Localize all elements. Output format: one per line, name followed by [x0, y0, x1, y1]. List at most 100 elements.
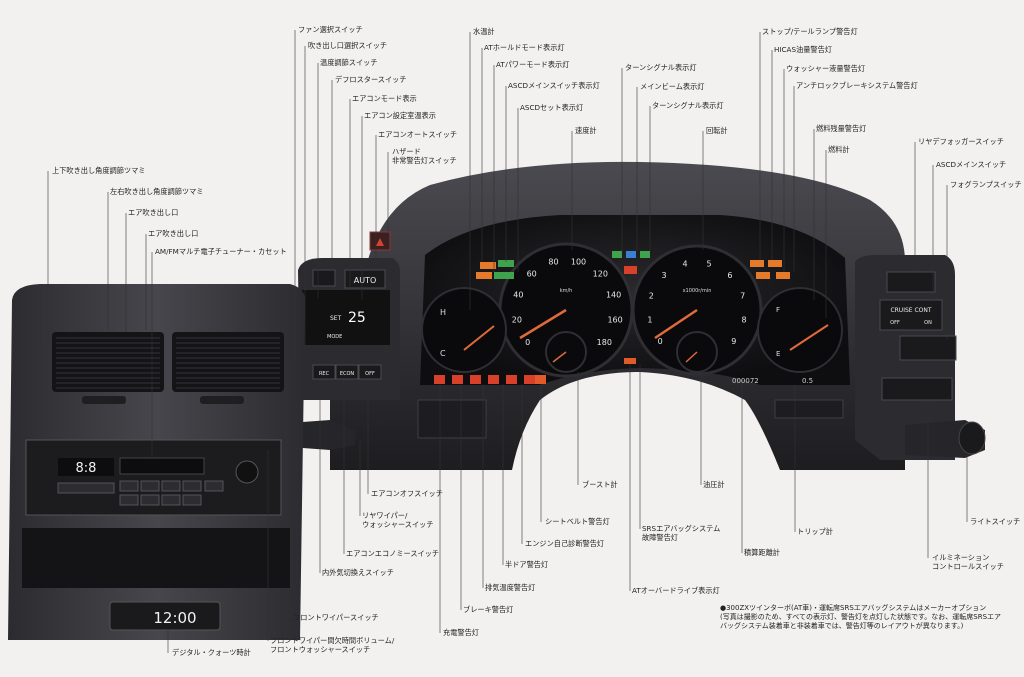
right-switch-pod: CRUISE CONT OFF ON — [855, 255, 986, 460]
preset-button[interactable] — [140, 480, 160, 492]
label-ac-auto: エアコンオートスイッチ — [378, 130, 458, 139]
knee-pad-right — [774, 399, 844, 419]
cruise-label: CRUISE CONT — [890, 307, 931, 314]
air-vent-left[interactable] — [52, 332, 164, 392]
tick-label: 9 — [731, 337, 736, 346]
label-lr-vent: 左右吹き出し角度調節ツマミ — [110, 187, 204, 196]
cruise-on: ON — [924, 320, 932, 326]
label-ac-econ: エアコンエコノミースイッチ — [346, 549, 440, 558]
label-tachometer: 回転計 — [706, 126, 728, 135]
clock-unit — [109, 601, 221, 631]
boost-needle — [552, 351, 567, 363]
radio-display — [58, 458, 114, 476]
ascd-switch[interactable] — [879, 299, 943, 331]
label-wiper-volume: フロントワイパー間欠時間ボリューム/ フロントウォッシャースイッチ — [270, 636, 395, 654]
label-main-beam: メインビーム表示灯 — [640, 82, 705, 91]
label-radio: AM/FMマルチ電子チューナー・カセット — [155, 247, 287, 256]
label-stop-tail: ストップ/テールランプ警告灯 — [762, 27, 858, 36]
tick-label: 5 — [706, 260, 711, 269]
mirror-switch[interactable] — [881, 377, 953, 401]
fuel-needle — [789, 324, 829, 351]
label-ascd-set-ind: ASCDセット表示灯 — [520, 103, 584, 112]
tick-label: 100 — [571, 258, 586, 267]
label-hicas: HICAS油量警告灯 — [774, 45, 832, 54]
air-vent-right[interactable] — [172, 332, 284, 392]
defrost-button[interactable] — [312, 269, 336, 287]
tick-label: 160 — [607, 316, 622, 325]
tacho-needle — [654, 308, 698, 340]
preset-button[interactable] — [119, 494, 139, 506]
vent-knob-left[interactable] — [82, 396, 126, 404]
odometer-readout: 000072 — [732, 377, 759, 385]
off-label: OFF — [365, 371, 375, 377]
rec-button[interactable] — [312, 364, 336, 380]
label-recirc: 内外気切換えスイッチ — [322, 568, 394, 577]
label-turn-signal-1: ターンシグナル表示灯 — [625, 63, 697, 72]
tick-label: 120 — [593, 270, 608, 279]
water-needle — [463, 325, 495, 351]
label-odometer: 積算距離計 — [744, 548, 780, 557]
rear-defog-button[interactable] — [886, 271, 936, 293]
preset-button[interactable] — [182, 480, 202, 492]
tick-label: 80 — [548, 258, 558, 267]
preset-button[interactable] — [161, 494, 181, 506]
label-at-hold: ATホールドモード表示灯 — [484, 43, 565, 52]
label-ascd-main: ASCDメインスイッチ — [936, 160, 1007, 169]
label-brake: ブレーキ警告灯 — [463, 605, 514, 614]
auto-button[interactable] — [344, 269, 386, 289]
label-water-temp: 水温計 — [473, 27, 495, 36]
econ-button[interactable] — [335, 364, 359, 380]
econ-label: ECON — [340, 371, 355, 377]
tick-label: 3 — [662, 271, 667, 280]
radio-button[interactable] — [57, 482, 115, 494]
indicator-lamps — [476, 251, 790, 364]
tick-label: 6 — [727, 271, 732, 280]
cruise-off: OFF — [890, 320, 900, 326]
tick-label: 0 — [658, 337, 663, 346]
radio-button[interactable] — [204, 480, 224, 492]
radio-display-text: 8:8 — [76, 461, 97, 476]
warning-lamp-row — [434, 375, 546, 384]
rec-label: REC — [319, 371, 330, 377]
footnote: ●300ZXツインターボ(AT車)・運転席SRSエアバッグシステムはメーカーオプ… — [720, 604, 1002, 630]
label-door: 半ドア警告灯 — [505, 560, 549, 569]
label-charge: 充電警告灯 — [443, 628, 479, 637]
tacho-unit: x1000r/min — [683, 288, 712, 294]
preset-button[interactable] — [119, 480, 139, 492]
knee-pad-left — [417, 399, 487, 439]
label-updown-vent: 上下吹き出し角度調節ツマミ — [52, 166, 146, 175]
label-speedometer: 速度計 — [575, 126, 597, 135]
preset-button[interactable] — [182, 494, 202, 506]
label-air-outlet-1: エア吹き出し口 — [128, 208, 179, 217]
tick-label: 180 — [597, 338, 612, 347]
label-turn-signal-2: ターンシグナル表示灯 — [652, 101, 724, 110]
light-stalk-knob[interactable] — [958, 421, 986, 455]
set-label: SET — [330, 315, 342, 322]
cassette-slot[interactable] — [119, 457, 205, 475]
ac-off-button[interactable] — [358, 364, 382, 380]
label-ac-mode: エアコンモード表示 — [352, 94, 417, 103]
preset-button[interactable] — [140, 494, 160, 506]
label-rear-wiper: リヤワイパー/ ウォッシャースイッチ — [362, 511, 434, 529]
fog-button[interactable] — [899, 335, 957, 361]
speed-needle — [519, 308, 567, 340]
tick-label: 8 — [742, 315, 747, 324]
clock-display: 12:00 — [153, 609, 196, 627]
fuel-f: F — [776, 306, 780, 314]
tick-label: 2 — [649, 291, 654, 300]
oil-needle — [685, 351, 698, 363]
tick-label: 7 — [740, 291, 745, 300]
vent-knob-right[interactable] — [200, 396, 244, 404]
mode-label: MODE — [327, 334, 342, 340]
tick-label: 40 — [513, 291, 523, 300]
label-ac-off: エアコンオフスイッチ — [371, 489, 443, 498]
preset-button[interactable] — [161, 480, 181, 492]
label-at-od: ATオーバードライブ表示灯 — [632, 586, 720, 595]
leader-lines — [47, 30, 968, 653]
tick-label: 4 — [682, 260, 687, 269]
tick-label: 60 — [527, 270, 537, 279]
volume-knob[interactable] — [235, 460, 259, 484]
